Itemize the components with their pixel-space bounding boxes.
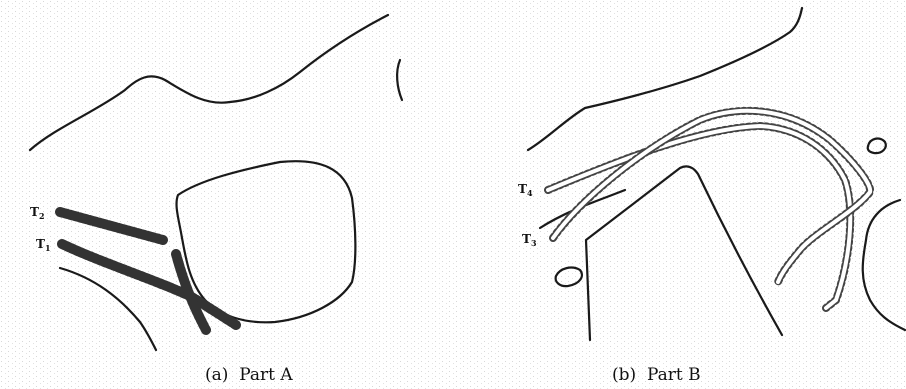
caption-part-a: (a) Part A xyxy=(205,365,293,385)
caption-part-b: (b) Part B xyxy=(612,365,701,385)
